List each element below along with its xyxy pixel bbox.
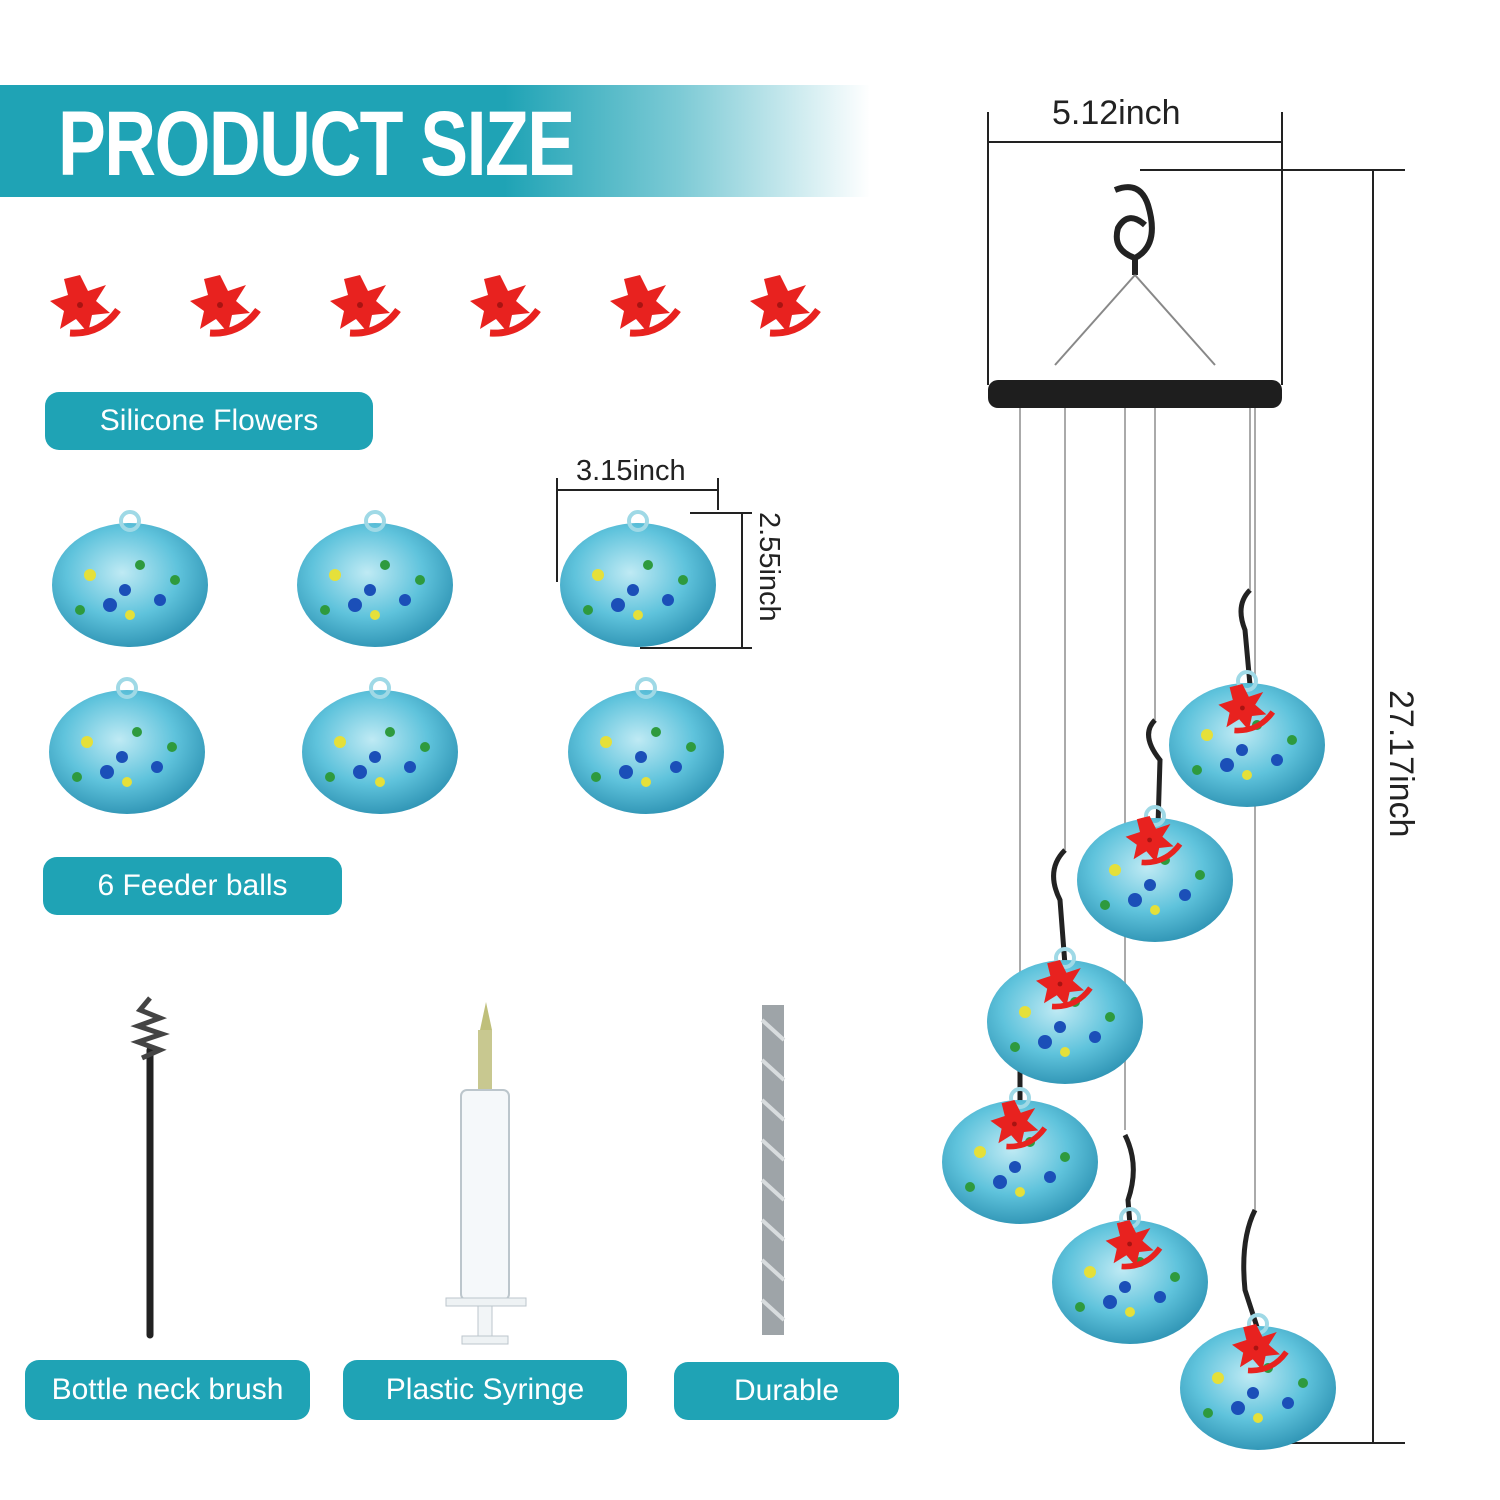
silicone-flower xyxy=(750,275,818,333)
wind-chime-assembly xyxy=(940,184,1338,1452)
feeder-ball xyxy=(50,510,210,649)
ball-width-dimension: 3.15inch xyxy=(576,455,686,487)
feeder-ball xyxy=(558,510,718,649)
feeder-ball xyxy=(566,677,726,816)
syringe-label: Plastic Syringe xyxy=(343,1360,627,1420)
brush-label: Bottle neck brush xyxy=(25,1360,310,1420)
top-disc xyxy=(988,380,1282,408)
silicone-flowers-label: Silicone Flowers xyxy=(45,392,373,450)
feeder-balls-label: 6 Feeder balls xyxy=(43,857,342,915)
bottle-neck-brush xyxy=(130,996,170,1339)
durable-label: Durable xyxy=(674,1362,899,1420)
feeder-balls-group xyxy=(47,510,726,816)
silicone-flower xyxy=(610,275,678,333)
silicone-flowers-group xyxy=(50,275,818,333)
hanging-feeder xyxy=(985,947,1145,1086)
page-title: PRODUCT SIZE xyxy=(58,93,575,195)
silicone-flower xyxy=(50,275,118,333)
ball-height-dimension: 2.55inch xyxy=(753,512,785,622)
steel-cable xyxy=(760,1005,786,1335)
top-width-dimension xyxy=(987,112,1283,385)
feeder-ball xyxy=(300,677,460,816)
hanging-feeder xyxy=(1167,670,1327,809)
feeder-ball xyxy=(295,510,455,649)
header-banner xyxy=(0,85,870,197)
ball-dimension-lines xyxy=(556,478,752,649)
top-width-dimension-text: 5.12inch xyxy=(1052,94,1181,132)
plastic-syringe xyxy=(445,1002,527,1345)
silicone-flower xyxy=(190,275,258,333)
total-length-dimension xyxy=(1140,169,1405,1444)
silicone-flower xyxy=(470,275,538,333)
total-length-dimension-text: 27.17inch xyxy=(1382,690,1420,838)
hanging-hook-icon xyxy=(1113,184,1155,275)
silicone-flower xyxy=(330,275,398,333)
hanging-feeder xyxy=(940,1087,1100,1226)
feeder-ball xyxy=(47,677,207,816)
